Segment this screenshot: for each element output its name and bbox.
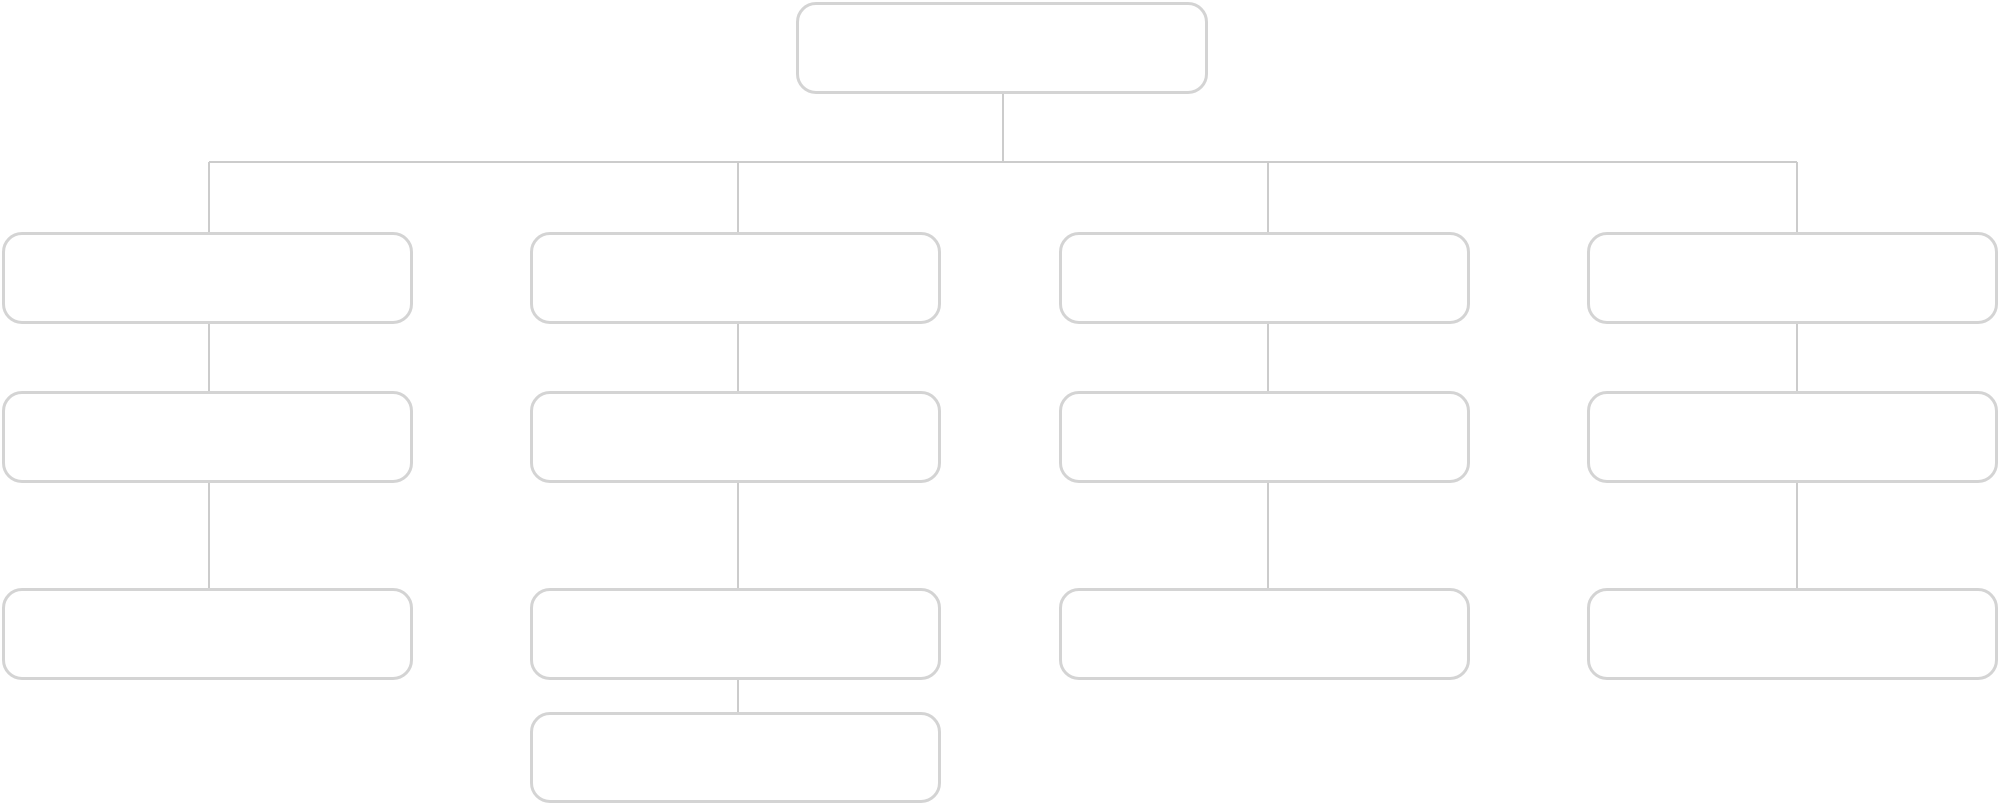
branch-2-child-3-node (530, 712, 941, 803)
branch-4-child-1-node (1587, 391, 1998, 483)
branch-4-child-2-node (1587, 588, 1998, 680)
branch-2-child-1-node (530, 391, 941, 483)
branch-2-child-2-node (530, 588, 941, 680)
branch-3-node (1059, 232, 1470, 324)
branch-1-child-1-node (2, 391, 413, 483)
root-node (796, 2, 1208, 94)
branch-1-node (2, 232, 413, 324)
branch-1-child-2-node (2, 588, 413, 680)
branch-3-child-2-node (1059, 588, 1470, 680)
branch-2-node (530, 232, 941, 324)
branch-3-child-1-node (1059, 391, 1470, 483)
branch-4-node (1587, 232, 1998, 324)
